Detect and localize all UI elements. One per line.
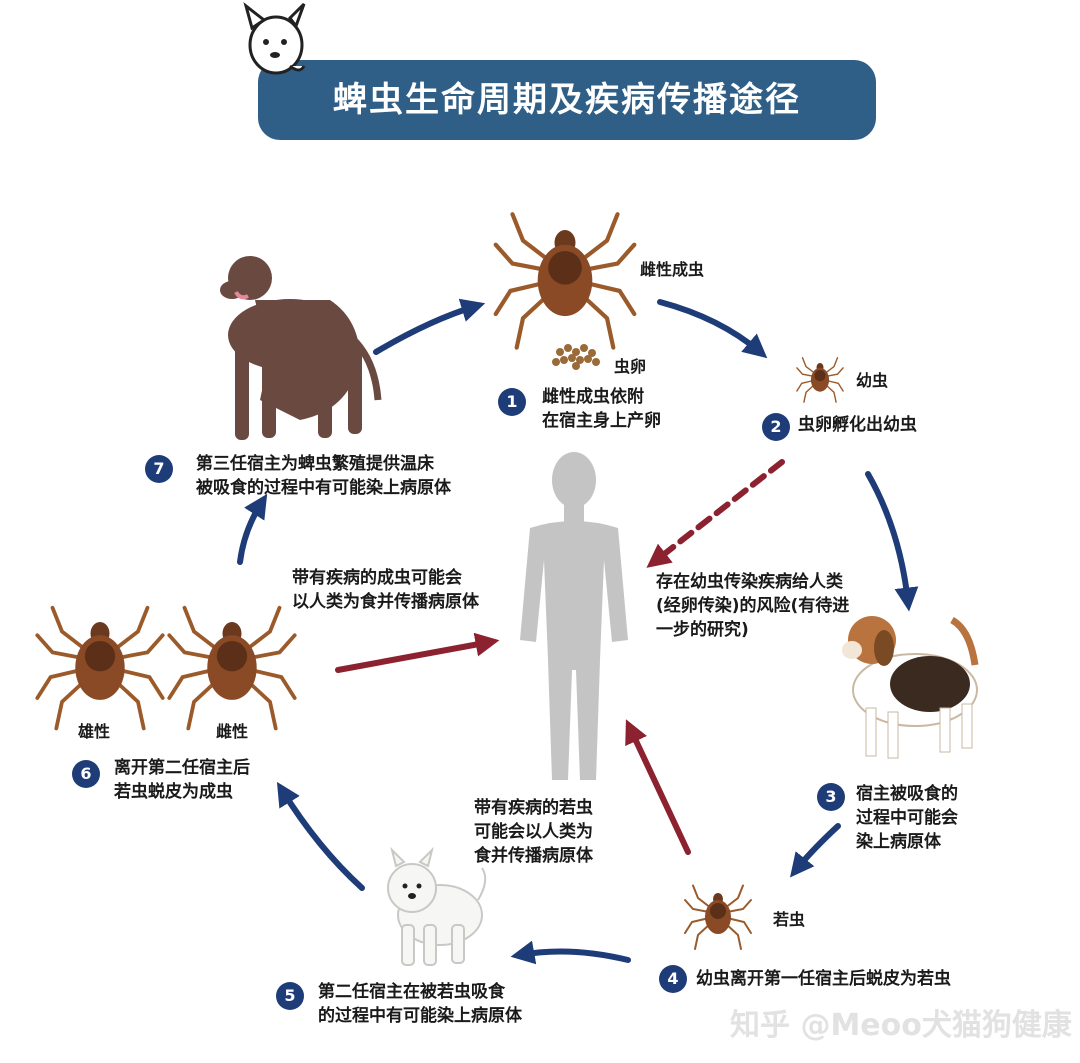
stage-5-badge: 5: [276, 982, 304, 1010]
stage-2-badge: 2: [762, 413, 790, 441]
dog-mascot-icon: [243, 2, 306, 75]
watermark: 知乎 @Meoo犬猫狗健康: [730, 1008, 1072, 1043]
arrow-adult-to-human: [335, 632, 500, 673]
larva-to-human-note: 存在幼虫传染疾病给人类 (经卵传染)的风险(有待进 一步的研究): [656, 572, 850, 640]
arrow-3-to-4: [790, 823, 841, 878]
stage-4-caption: 幼虫离开第一任宿主后蜕皮为若虫: [696, 969, 951, 989]
nymph-tick-icon: [684, 884, 752, 950]
arrow-2-to-3: [865, 471, 919, 612]
female-tick-icon: [167, 605, 297, 731]
eggs-icon: [552, 344, 600, 370]
larva-tick-icon: [796, 357, 844, 403]
stage-3-caption: 宿主被吸食的 过程中可能会 染上病原体: [856, 784, 958, 852]
stage-7-caption: 第三任宿主为蜱虫繁殖提供温床 被吸食的过程中有可能染上病原体: [196, 454, 451, 498]
stage-5-caption: 第二任宿主在被若虫吸食 的过程中有可能染上病原体: [318, 982, 522, 1026]
female-adult-label: 雌性成虫: [640, 260, 705, 279]
labrador-dog-icon: [220, 256, 382, 440]
arrow-4-to-5: [510, 940, 631, 965]
arrow-nymph-to-human: [625, 719, 691, 855]
page-title: 蜱虫生命周期及疾病传播途径: [333, 80, 801, 120]
stage-7-badge: 7: [145, 455, 173, 483]
female-adult-tick-icon: [496, 214, 635, 347]
stage-2-caption: 虫卵孵化出幼虫: [798, 415, 917, 435]
larva-label: 幼虫: [856, 371, 889, 390]
human-silhouette-icon: [520, 452, 628, 780]
male-label: 雄性: [78, 722, 111, 741]
arrow-5-to-6: [276, 781, 365, 891]
male-tick-icon: [35, 605, 165, 731]
arrow-7-to-1: [373, 298, 486, 355]
stage-1-caption: 雌性成虫依附 在宿主身上产卵: [542, 387, 661, 431]
nymph-to-human-note: 带有疾病的若虫 可能会以人类为 食并传播病原体: [474, 798, 593, 866]
title-banner: [258, 60, 876, 140]
stage-6-badge: 6: [72, 760, 100, 788]
arrow-larva-to-human: [646, 459, 785, 568]
white-terrier-dog-icon: [387, 846, 487, 966]
stage-4-badge: 4: [659, 965, 687, 993]
stage-3-badge: 3: [817, 783, 845, 811]
arrow-1-to-2: [657, 299, 768, 359]
adult-to-human-note: 带有疾病的成虫可能会 以人类为食并传播病原体: [292, 568, 479, 612]
female-label: 雌性: [216, 722, 249, 741]
stage-1-badge: 1: [498, 388, 526, 416]
nymph-label: 若虫: [773, 910, 806, 929]
arrow-6-to-7: [237, 493, 268, 565]
beagle-dog-icon: [842, 616, 979, 759]
stage-6-caption: 离开第二任宿主后 若虫蜕皮为成虫: [114, 758, 250, 802]
eggs-label: 虫卵: [614, 357, 647, 376]
